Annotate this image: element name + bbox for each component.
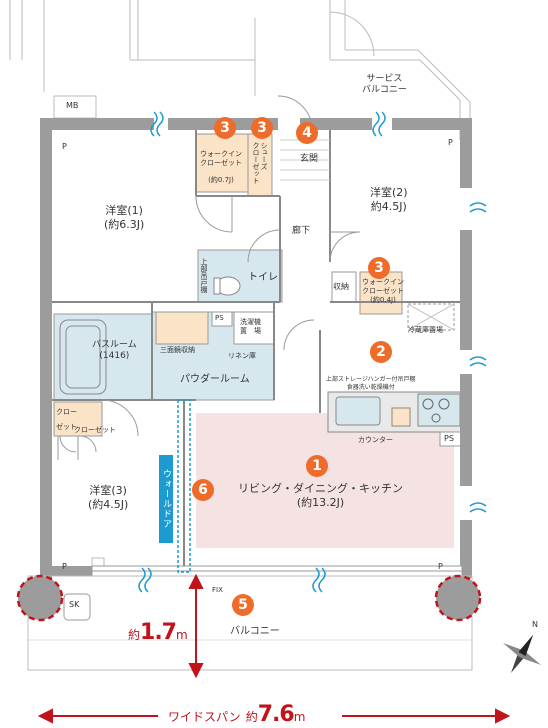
depth-dimension <box>188 573 204 679</box>
walldoor-label: ウォールドア <box>159 455 173 543</box>
badge-3-wic2: 3 <box>368 257 390 279</box>
upper-shelf-label: 上部吊戸棚 <box>200 258 209 293</box>
sk-label: SK <box>69 600 80 609</box>
service-balcony-label: サービスバルコニー <box>362 74 407 96</box>
door-swings <box>57 95 361 460</box>
ventilation-marks <box>138 111 487 593</box>
badge-3-shoe: 3 <box>251 117 273 139</box>
badge-1-ldk: 1 <box>306 455 328 477</box>
hallway-label: 廊下 <box>292 226 311 236</box>
badge-4-entrance: 4 <box>296 122 318 144</box>
linen-label: リネン庫 <box>228 352 256 360</box>
western1-label: 洋室(1)(約6.3J) <box>104 204 145 231</box>
column-left <box>16 574 64 622</box>
badge-3-wic: 3 <box>214 117 236 139</box>
ps-label-1: PS <box>215 314 224 322</box>
mirror-fill <box>155 311 209 345</box>
entrance-floor <box>280 139 330 181</box>
p-label-bottom-left: P <box>62 562 67 571</box>
storage-box <box>331 271 357 303</box>
p-label-bottom-right: P <box>438 562 443 571</box>
depth-dimension-label: 約1.7m <box>128 620 188 645</box>
context-lines <box>9 0 471 140</box>
mb-label: MB <box>66 101 79 110</box>
closet2-label: クローゼット <box>74 426 116 434</box>
kitchen-storage-label: 上部ストレージハンガー付吊戸棚食器洗い乾燥機付 <box>326 376 416 391</box>
p-label-top-right: P <box>448 138 453 147</box>
span-dimension-label: ワイドスパン 約7.6m <box>168 702 306 727</box>
compass-label: N <box>532 620 538 629</box>
span-dimension <box>37 708 511 724</box>
ps-box-1 <box>211 311 233 327</box>
wic2-label: ウォークインクローゼット(約0.4J) <box>362 278 404 304</box>
closet1-label: クローゼット <box>56 408 77 431</box>
powder-label: パウダールーム <box>180 374 250 385</box>
fridge-label: 冷蔵庫置場 <box>408 326 443 334</box>
compass-icon <box>502 634 542 674</box>
fridge-box <box>407 303 455 331</box>
ldk-label: リビング・ダイニング・キッチン(約13.2J) <box>238 482 403 509</box>
p-label-top-left: P <box>62 142 67 151</box>
bathroom-label: バスルーム(1416) <box>92 340 137 362</box>
storage-label: 収納 <box>333 282 349 291</box>
toilet-label: トイレ <box>248 272 278 283</box>
western3-label: 洋室(3)(約4.5J) <box>88 484 129 511</box>
bathtub <box>59 319 107 395</box>
shoe-closet-label: シューズクローゼット <box>252 142 269 184</box>
sink <box>335 396 381 426</box>
washer-label: 洗濯機置 場 <box>240 318 261 335</box>
entrance-label: 玄関 <box>300 154 319 164</box>
toilet-fill <box>197 249 283 303</box>
wic2-fill <box>359 271 403 315</box>
balcony-area <box>27 575 473 671</box>
counter-label: カウンター <box>358 436 393 444</box>
washer-box <box>233 311 275 345</box>
wic1-label: ウォークインクローゼット(約0.7J) <box>200 150 242 184</box>
column-right <box>434 574 482 622</box>
partitions <box>52 130 460 566</box>
dishwasher <box>391 407 411 427</box>
balcony-label: バルコニー <box>230 626 280 637</box>
badge-5-balcony: 5 <box>232 594 254 616</box>
mirror-label: 三面鏡収納 <box>160 346 195 354</box>
badge-6-walldoor: 6 <box>192 479 214 501</box>
ps-label-2: PS <box>444 434 454 443</box>
sk-box <box>63 593 91 621</box>
badge-2-kitchen: 2 <box>370 341 392 363</box>
western2-label: 洋室(2)約4.5J) <box>370 186 408 213</box>
fix-label: FIX <box>212 586 223 594</box>
walldoor-rail <box>177 399 191 573</box>
